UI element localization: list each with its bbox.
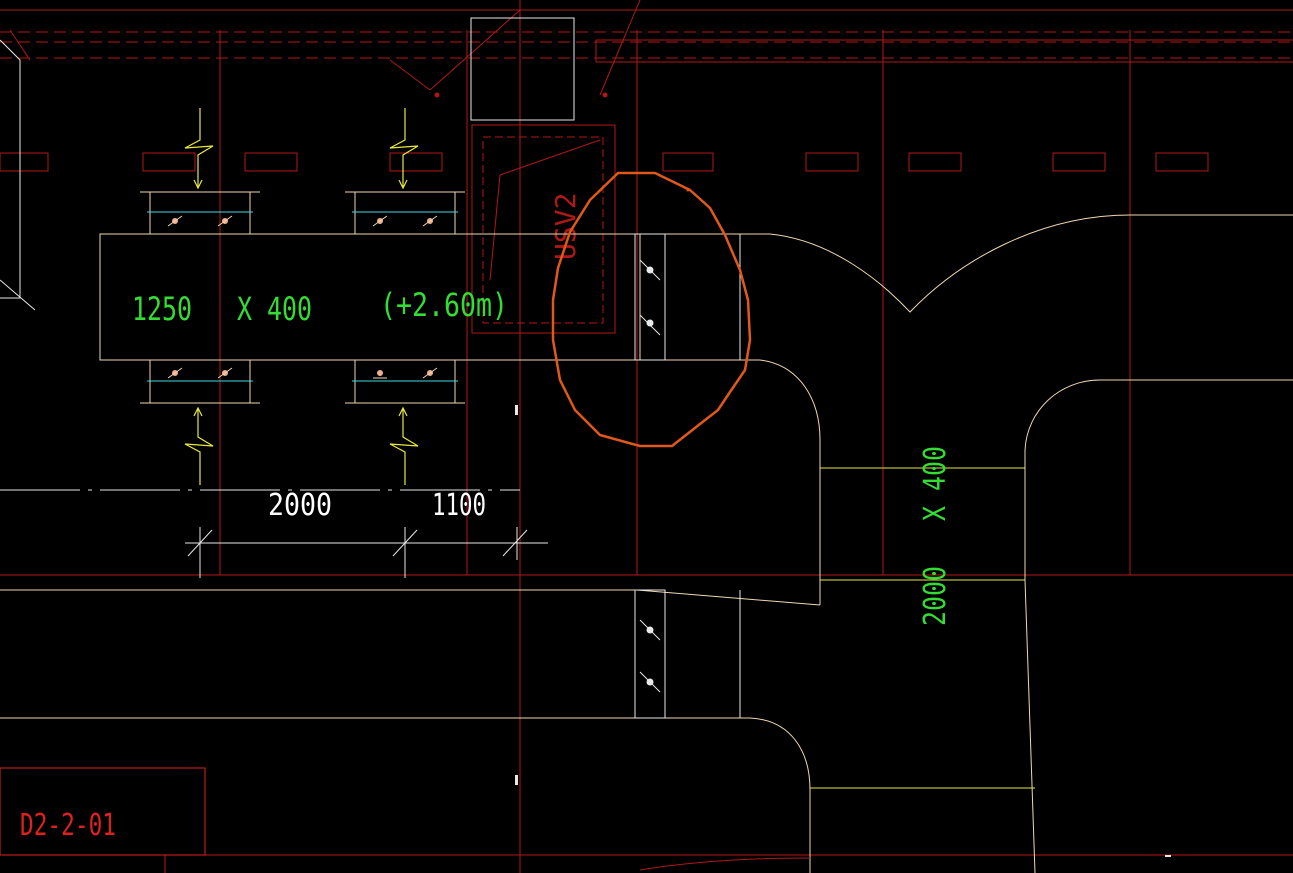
left-wall-outline bbox=[0, 39, 36, 311]
dimension-2000: 2000 bbox=[268, 488, 332, 523]
shaft-outline bbox=[470, 17, 616, 334]
fire-dampers bbox=[634, 233, 741, 719]
equipment-tag: D2-2-01 bbox=[20, 808, 116, 843]
shaft-label: USV2 bbox=[549, 193, 582, 260]
dimension-lines bbox=[0, 489, 548, 578]
markup-dot bbox=[686, 188, 690, 192]
dimension-1100: 1100 bbox=[432, 488, 486, 523]
main-duct-elevation-label: (+2.60m) bbox=[380, 286, 508, 324]
revision-markup-circle[interactable] bbox=[551, 171, 752, 448]
misc-marks bbox=[515, 405, 1171, 857]
vertical-duct-size-label: 2000 X 400 bbox=[918, 446, 953, 626]
window-markers bbox=[0, 152, 1209, 172]
equipment-tag-box[interactable] bbox=[0, 767, 206, 856]
duct-network bbox=[0, 214, 1293, 873]
airflow-arrows bbox=[184, 108, 419, 485]
main-duct-size-label: 1250 X 400 bbox=[132, 290, 312, 328]
supply-grilles bbox=[140, 191, 465, 404]
